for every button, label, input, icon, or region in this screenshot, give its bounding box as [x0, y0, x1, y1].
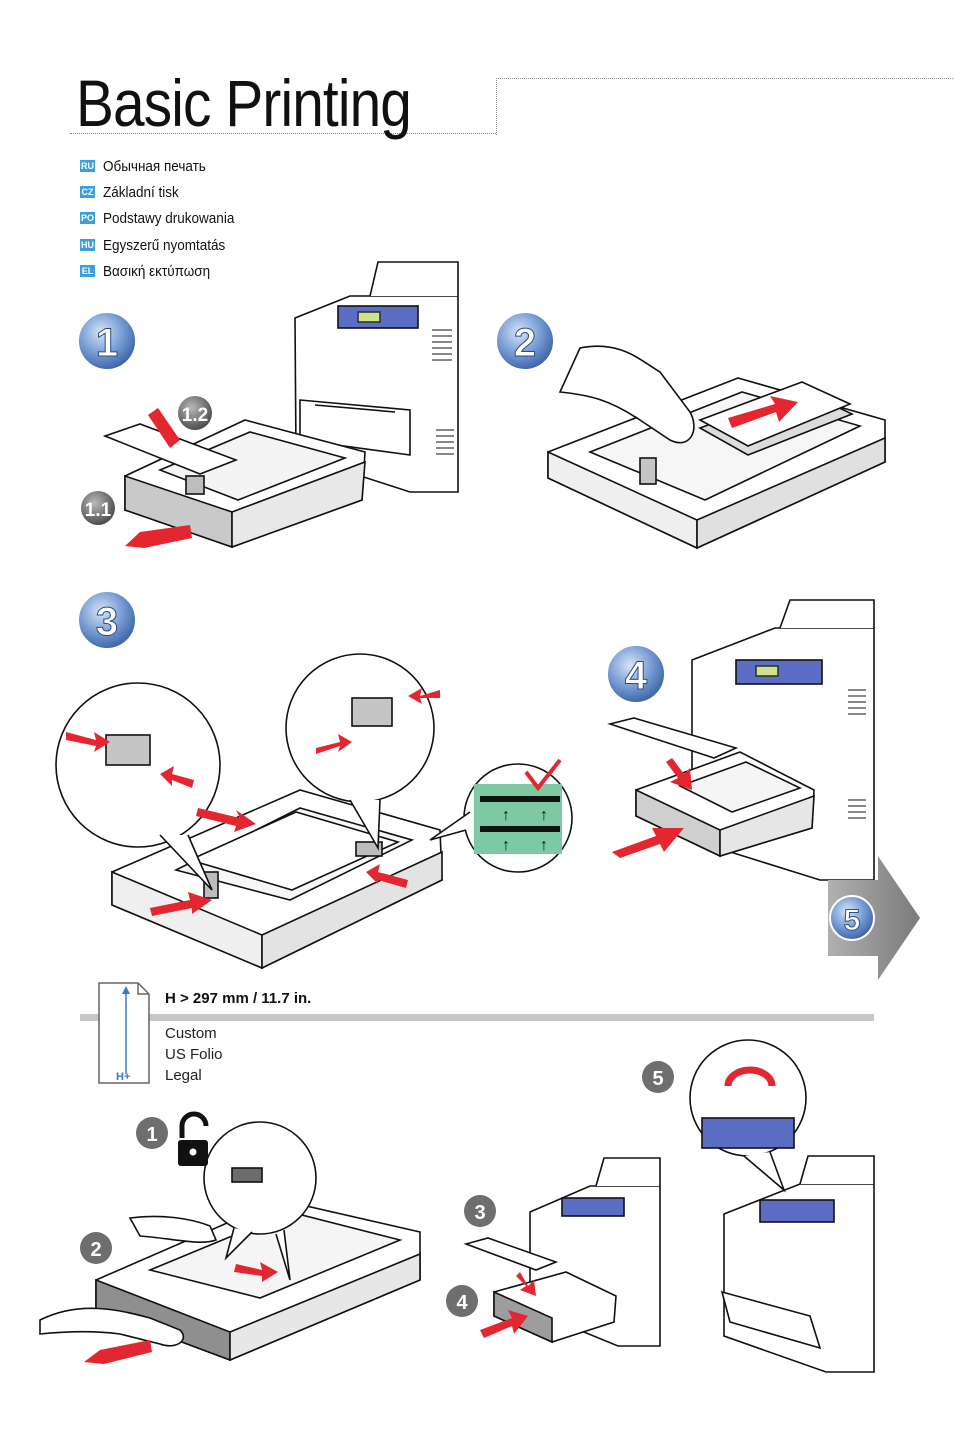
- printer-illustration-step1: [102, 261, 459, 549]
- lower-step-5: 5: [652, 1068, 663, 1090]
- tray-illustration-step2: [547, 345, 886, 550]
- section-divider: [80, 1014, 874, 1021]
- lang-row-ru: RU Обычная печать: [80, 155, 217, 177]
- lang-code: HU: [80, 239, 95, 251]
- guide-label-callout: ↑ ↑ ↑ ↑: [429, 763, 573, 873]
- step-badges: 1 1.2 1.1 2 3 4 5 1 2 3 4 5: [77, 311, 875, 1317]
- printer-illustration-step4: [607, 599, 875, 881]
- lang-text: Podstawy drukowania: [103, 209, 235, 227]
- red-arrows-step4: [612, 758, 692, 858]
- step-3-number: 3: [96, 600, 118, 644]
- height-axis-label: H+: [116, 1071, 130, 1083]
- paper-size-icon: H+: [98, 982, 150, 1084]
- step-4-number: 4: [625, 654, 648, 698]
- lang-row-cz: CZ Základní tisk: [80, 181, 187, 203]
- lang-text: Βασική εκτύπωση: [103, 262, 211, 280]
- lower-step-1: 1: [146, 1124, 157, 1146]
- step-1-2-number: 1.2: [182, 405, 208, 426]
- lang-row-po: PO Podstawy drukowania: [80, 207, 249, 229]
- svg-text:↑: ↑: [502, 837, 510, 854]
- height-requirement: H > 297 mm / 11.7 in.: [165, 990, 312, 1007]
- step-1-1-number: 1.1: [85, 500, 112, 521]
- lang-code: EL: [80, 265, 95, 277]
- lang-text: Základní tisk: [103, 183, 179, 201]
- tray-extend-illustration: [39, 1121, 421, 1362]
- lower-step-3: 3: [474, 1202, 485, 1224]
- next-step-number: 5: [844, 904, 861, 937]
- printer-illustration-lower-small: [463, 1157, 661, 1347]
- lower-step-4: 4: [456, 1292, 468, 1314]
- red-arrows-step3: [66, 688, 440, 916]
- svg-text:↑: ↑: [540, 837, 548, 854]
- check-icon: [524, 758, 562, 792]
- step-2-number: 2: [514, 321, 536, 365]
- lang-code: RU: [80, 160, 95, 172]
- lang-row-hu: HU Egyszerű nyomtatás: [80, 234, 239, 256]
- lang-text: Обычная печать: [103, 157, 206, 175]
- title-rule: [70, 133, 496, 134]
- paper-size-item: Custom: [165, 1025, 217, 1042]
- page-title: Basic Printing: [76, 66, 412, 140]
- paper-size-item: Legal: [165, 1067, 202, 1084]
- lang-row-el: EL Βασική εκτύπωση: [80, 260, 222, 282]
- step-1-number: 1: [96, 321, 118, 365]
- red-arrows-lower-small: [480, 1272, 536, 1338]
- paper-size-item: US Folio: [165, 1046, 223, 1063]
- red-arrows-lower: [84, 1262, 278, 1364]
- svg-text:↑: ↑: [540, 807, 548, 824]
- unlock-icon: [178, 1111, 209, 1166]
- lang-code: PO: [80, 212, 95, 224]
- printer-illustration-lower-right: [689, 1039, 875, 1373]
- lower-step-2: 2: [90, 1239, 101, 1261]
- red-arrow-step2: [728, 396, 798, 428]
- tray-illustration-step3: [55, 653, 443, 970]
- lang-text: Egyszerű nyomtatás: [103, 236, 226, 254]
- red-arrows-step1: [125, 408, 192, 548]
- svg-text:↑: ↑: [502, 807, 510, 824]
- title-frame: [496, 78, 954, 135]
- lang-code: CZ: [80, 186, 95, 198]
